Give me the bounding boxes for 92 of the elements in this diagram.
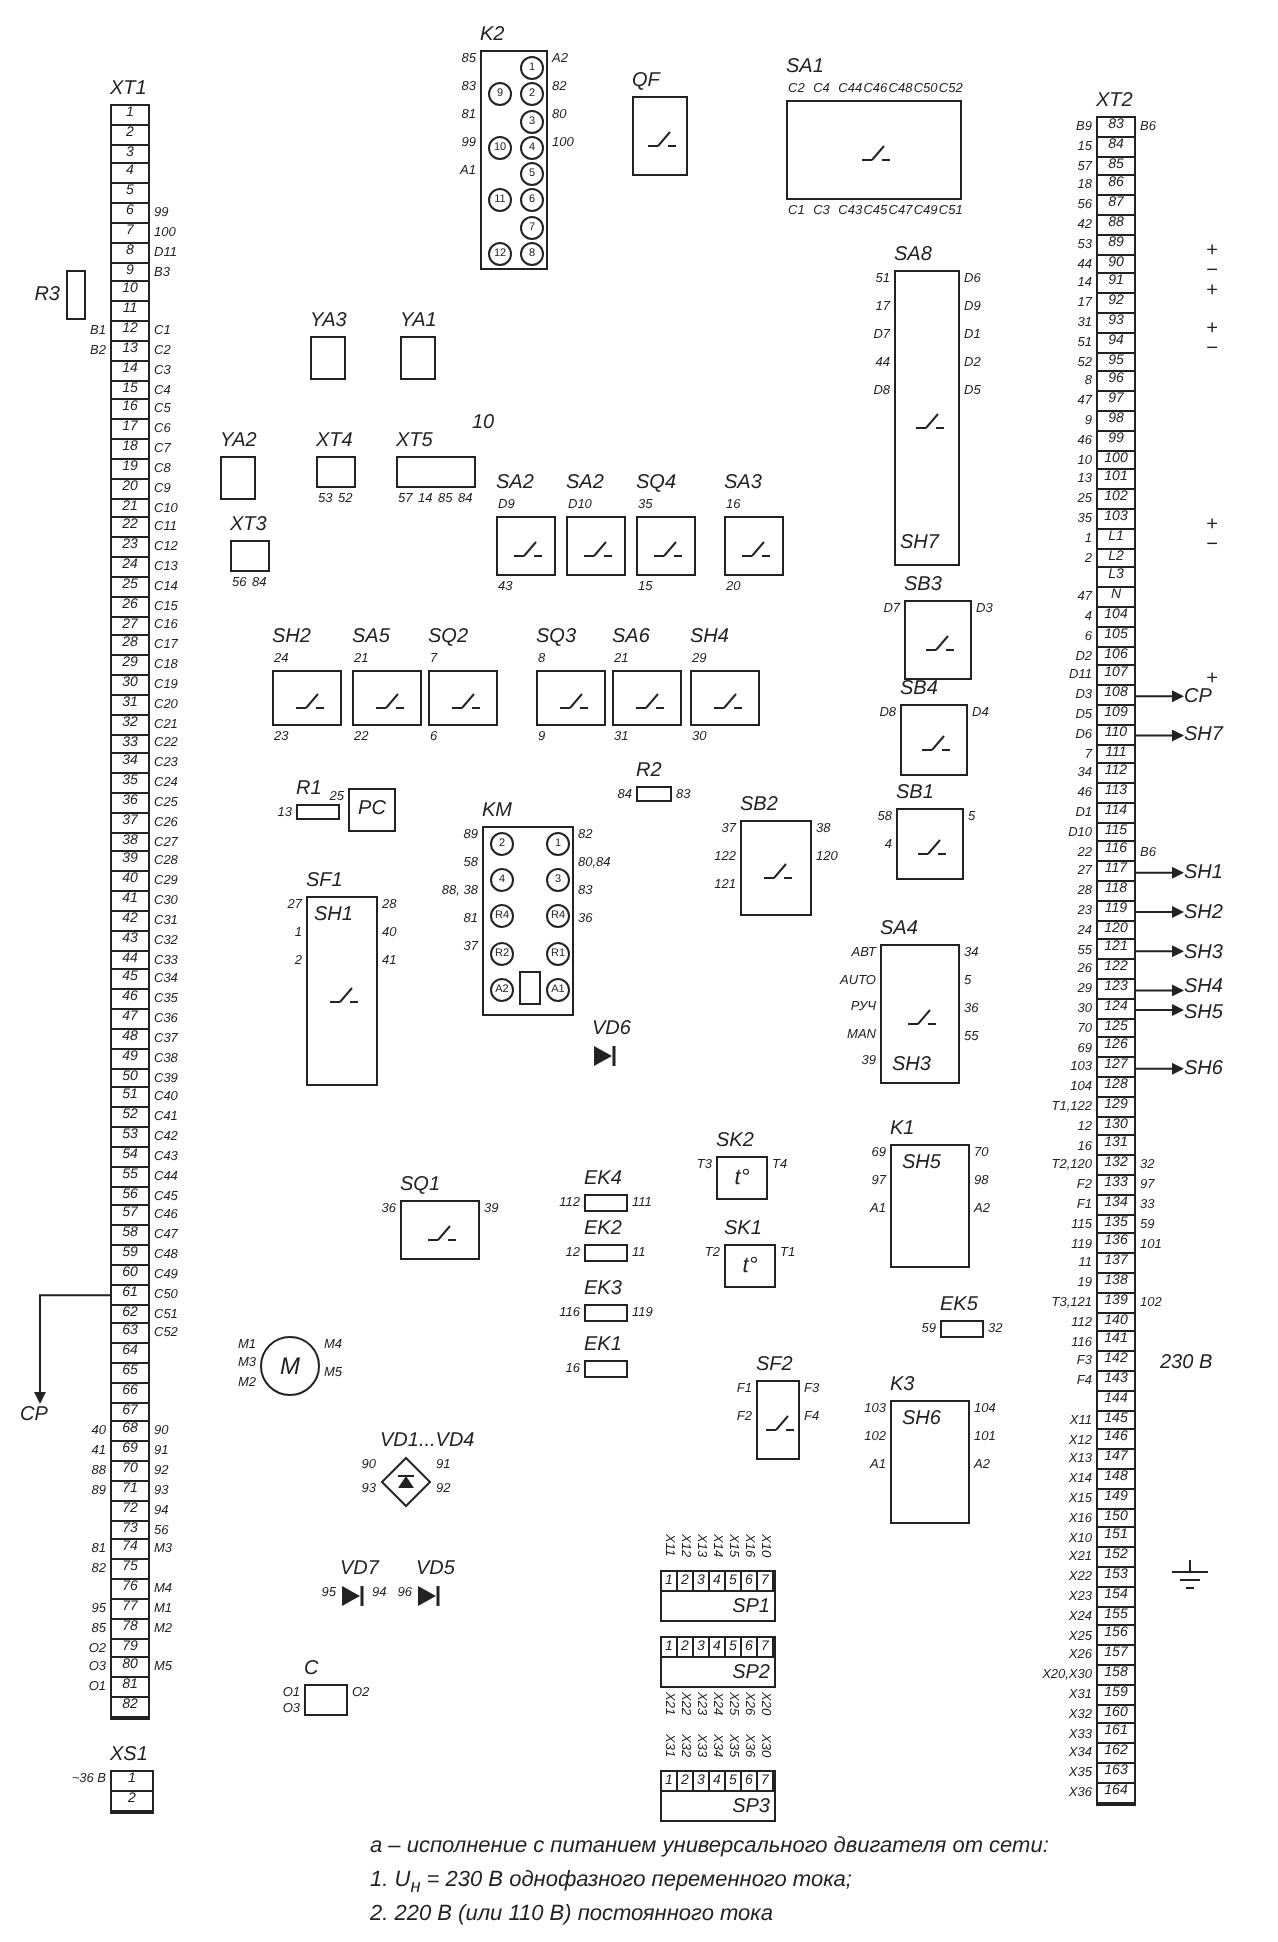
component-label: XT3 xyxy=(230,514,267,536)
component-label: SP2 xyxy=(732,1662,770,1684)
component-label: KM xyxy=(482,800,512,822)
polarity-sign: + xyxy=(1206,318,1218,340)
component-label: SA5 xyxy=(352,626,390,648)
component-label: SH2 xyxy=(272,626,311,648)
lamp-label: SH6 xyxy=(902,1408,941,1430)
lamp-label: SH1 xyxy=(314,904,353,926)
component-label: SA2 xyxy=(566,472,604,494)
component-label: SA4 xyxy=(880,918,918,940)
lamp-label: SH5 xyxy=(902,1152,941,1174)
component-label: YA2 xyxy=(220,430,257,452)
arrow xyxy=(1135,1004,1184,1016)
signal-label: SH5 xyxy=(1184,1002,1223,1024)
thermal-sensor-box: t° xyxy=(724,1244,776,1288)
component-label: SB2 xyxy=(740,794,778,816)
component-label: XT4 xyxy=(316,430,353,452)
component-label: SF1 xyxy=(306,870,343,892)
component-label: SQ2 xyxy=(428,626,469,648)
signal-label: SH2 xyxy=(1184,902,1223,924)
voltage-label: 230 В xyxy=(1160,1352,1213,1374)
polarity-sign: − xyxy=(1206,338,1218,360)
polarity-sign: − xyxy=(1206,260,1218,282)
component-label: VD5 xyxy=(416,1558,455,1580)
polarity-sign: − xyxy=(1206,534,1218,556)
thermal-sensor-box: t° xyxy=(716,1156,768,1200)
arrow xyxy=(1135,690,1184,703)
component-label: QF xyxy=(632,70,660,92)
component-label: SB4 xyxy=(900,678,938,700)
component-label: SQ4 xyxy=(636,472,677,494)
arrow xyxy=(1135,906,1184,918)
component-label: K2 xyxy=(480,24,505,46)
component-label: SQ1 xyxy=(400,1174,441,1196)
component-label: SP3 xyxy=(732,1796,770,1818)
component-label: XT1 xyxy=(110,78,147,100)
signal-label: CP xyxy=(1184,686,1212,708)
component-label: VD6 xyxy=(592,1018,631,1040)
component-label: EK4 xyxy=(584,1168,622,1190)
wire-number: 10 xyxy=(472,412,495,434)
signal-label: SH4 xyxy=(1184,976,1223,998)
component-label: SB1 xyxy=(896,782,934,804)
signal-label: SH6 xyxy=(1184,1058,1223,1080)
arrow xyxy=(1135,729,1184,742)
component-label: SA3 xyxy=(724,472,762,494)
component-label: XS1 xyxy=(110,1744,148,1766)
arrow xyxy=(1135,1062,1184,1075)
signal-label: CP xyxy=(20,1404,48,1426)
component-label: EK2 xyxy=(584,1218,622,1240)
component-label: XT5 xyxy=(396,430,433,452)
component-label: YA3 xyxy=(310,310,347,332)
component-label: VD7 xyxy=(340,1558,379,1580)
caption-text: 1. U$_{н}$ = 230 В однофазного переменного тока; xyxy=(370,1870,852,1899)
arrow xyxy=(1135,945,1184,958)
component-label: R1 xyxy=(296,778,322,800)
component-label: SH4 xyxy=(690,626,729,648)
component-label: SQ3 xyxy=(536,626,577,648)
component-label: SA8 xyxy=(894,244,932,266)
component-label: SP1 xyxy=(732,1596,770,1618)
component-label: K1 xyxy=(890,1118,915,1140)
component-label: YA1 xyxy=(400,310,437,332)
caption-text: а – исполнение с питанием универсального двигателя от сети: xyxy=(370,1836,1049,1858)
component-label: EK5 xyxy=(940,1294,978,1316)
component-label: VD1...VD4 xyxy=(380,1430,475,1452)
polarity-sign: + xyxy=(1206,514,1218,536)
component-label: SF2 xyxy=(756,1354,793,1376)
component-label: SB3 xyxy=(904,574,942,596)
signal-label: SH3 xyxy=(1184,942,1223,964)
signal-label: SH7 xyxy=(1184,724,1223,746)
signal-label: SH1 xyxy=(1184,862,1223,884)
component-label: R3 xyxy=(34,283,60,305)
component-label: SK2 xyxy=(716,1130,754,1152)
component-label: SA2 xyxy=(496,472,534,494)
component-label: EK1 xyxy=(584,1334,622,1356)
component-label: SK1 xyxy=(724,1218,762,1240)
lamp-label: SH3 xyxy=(892,1054,931,1076)
polarity-sign: + xyxy=(1206,240,1218,262)
component-label: C xyxy=(304,1658,319,1680)
lamp-label: SH7 xyxy=(900,532,939,554)
meter-box: PC xyxy=(348,788,396,832)
motor-symbol: M xyxy=(260,1336,320,1396)
component-label: EK3 xyxy=(584,1278,622,1300)
component-label: SA1 xyxy=(786,56,824,78)
arrow xyxy=(34,1294,111,1404)
arrow xyxy=(1135,984,1184,997)
component-label: R2 xyxy=(636,760,662,782)
caption-text: 2. 220 В (или 110 В) постоянного тока xyxy=(370,1904,773,1926)
polarity-sign: + xyxy=(1206,668,1218,690)
component-label: SA6 xyxy=(612,626,650,648)
polarity-sign: + xyxy=(1206,280,1218,302)
component-label: XT2 xyxy=(1096,90,1133,112)
component-label: K3 xyxy=(890,1374,915,1396)
arrow xyxy=(1135,866,1184,879)
